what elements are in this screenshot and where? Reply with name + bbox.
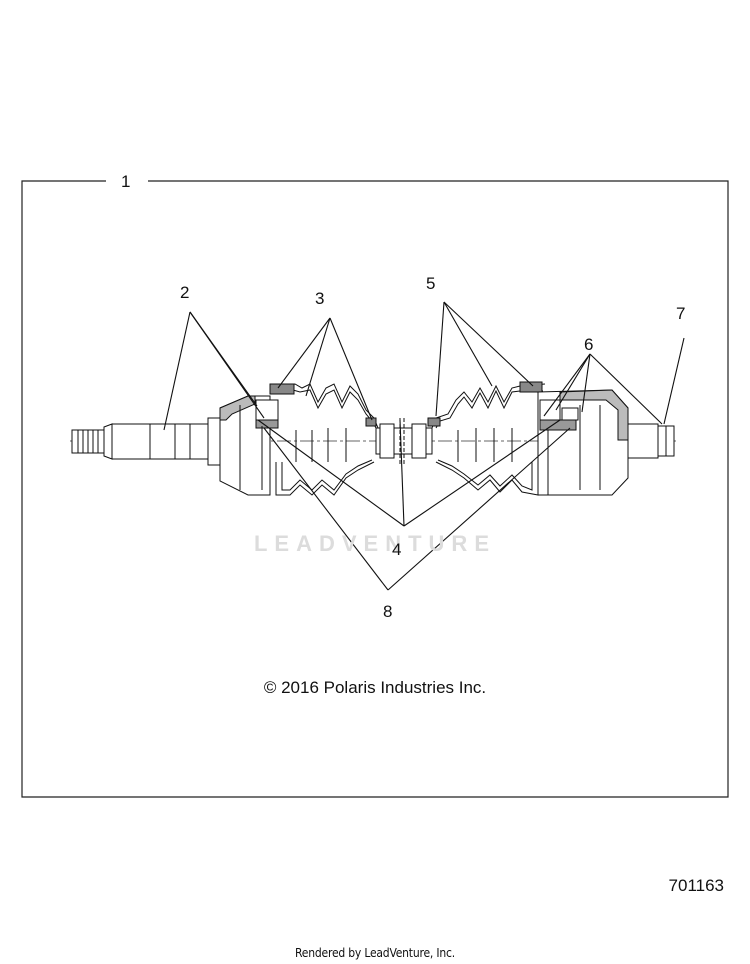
leader-lines — [163, 301, 685, 591]
callout-2: 2 — [180, 283, 190, 302]
render-credit: Rendered by LeadVenture, Inc. — [295, 946, 455, 960]
callout-4: 4 — [392, 540, 402, 559]
copyright-notice: © 2016 Polaris Industries Inc. — [263, 678, 487, 697]
left-cv-housing — [219, 395, 279, 496]
callout-5: 5 — [426, 274, 436, 293]
callout-3: 3 — [315, 289, 325, 308]
left-stub-shaft — [71, 417, 221, 466]
right-boot — [427, 381, 546, 496]
right-cv-housing — [537, 389, 629, 496]
watermark-text: LEADVENTURE — [253, 531, 496, 556]
callout-7: 7 — [676, 304, 686, 323]
left-boot — [269, 383, 379, 496]
center-shaft — [375, 418, 433, 464]
diagram-number: 701163 — [668, 876, 724, 895]
callout-1: 1 — [121, 172, 131, 191]
assembly-frame — [21, 180, 729, 798]
callout-8: 8 — [383, 602, 393, 621]
right-stub-shaft — [627, 423, 675, 459]
callout-6: 6 — [584, 335, 594, 354]
